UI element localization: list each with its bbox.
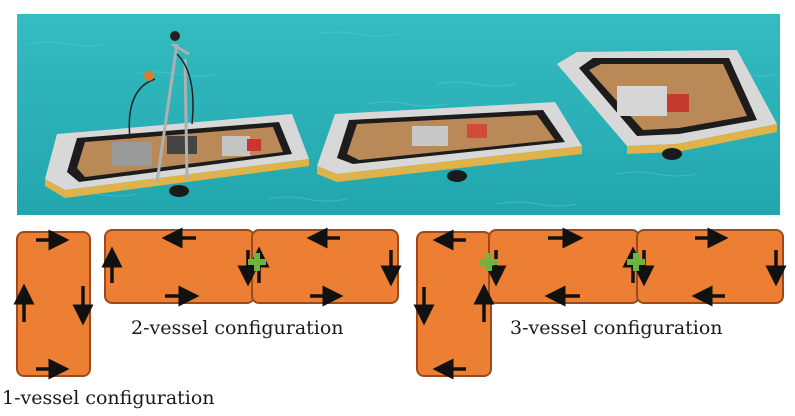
plus-icon [627, 253, 645, 271]
vessel-photo [17, 14, 780, 215]
config-3-vessel [413, 227, 787, 380]
vessel [636, 229, 784, 304]
plus-icon [248, 253, 266, 271]
vessel [16, 231, 91, 377]
photo-vessel-left [45, 114, 309, 198]
photo-camera-orange [144, 71, 154, 81]
config-1-vessel [13, 229, 94, 380]
photo-mast [128, 42, 194, 183]
plus-icon [480, 253, 498, 271]
label-1-vessel: 1-vessel configuration [2, 387, 215, 409]
vessel [104, 229, 255, 304]
label-3-vessel: 3-vessel configuration [510, 317, 723, 339]
photo-camera-top [170, 31, 180, 41]
vessel [416, 231, 492, 377]
configuration-diagram: 2-vessel configuration 3-vessel configur… [2, 227, 787, 409]
vessel [488, 229, 640, 304]
photo-vessel-right [557, 50, 777, 160]
config-2-vessel [101, 227, 402, 307]
vessel [251, 229, 399, 304]
label-2-vessel: 2-vessel configuration [131, 317, 344, 339]
photo-vessel-middle [317, 102, 582, 182]
